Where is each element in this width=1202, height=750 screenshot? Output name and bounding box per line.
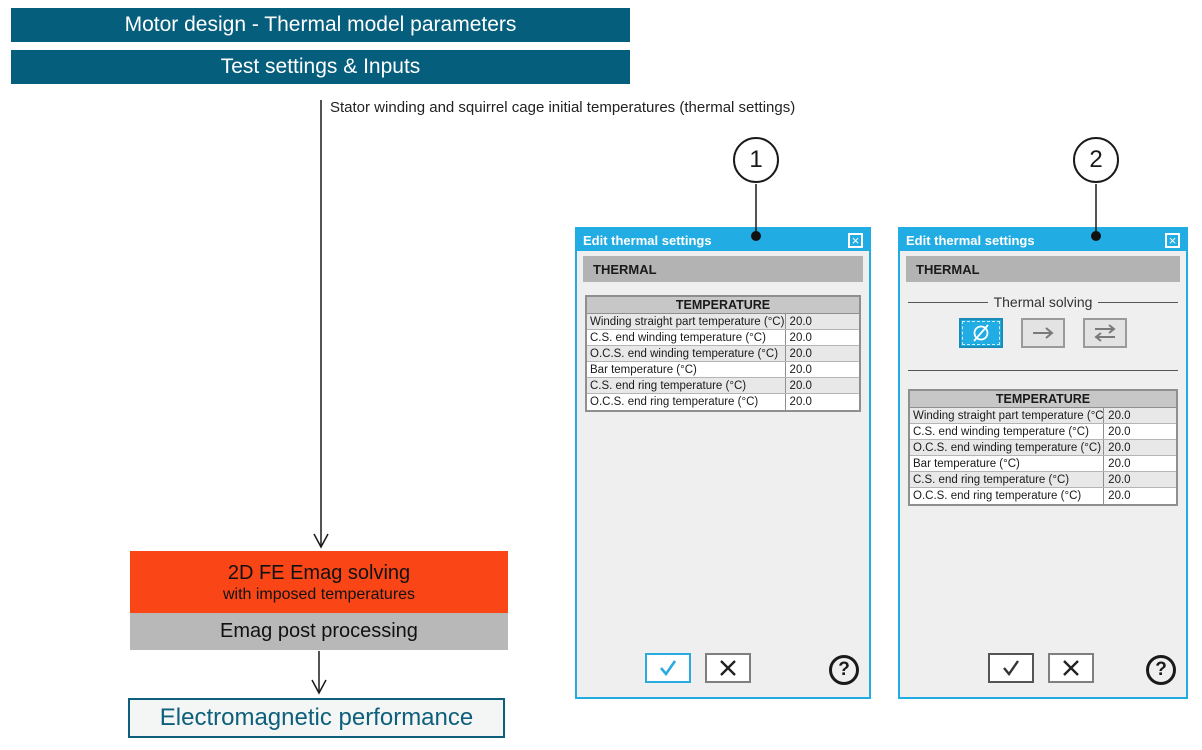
thermal-solving-group-legend: Thermal solving [908,293,1179,311]
table-row: O.C.S. end ring temperature (°C) 20.0 [910,488,1176,504]
param-label: O.C.S. end winding temperature (°C) [587,346,786,361]
legend-line-right [1098,301,1179,303]
param-label: Bar temperature (°C) [587,362,786,377]
table-row: Bar temperature (°C) 20.0 [910,456,1176,472]
param-value[interactable]: 20.0 [789,396,812,408]
dialog1-temperature-table: TEMPERATURE Winding straight part temper… [585,295,861,412]
ok-button[interactable] [645,653,691,683]
thermal-solving-one-way-button[interactable] [1021,318,1065,348]
param-value[interactable]: 20.0 [1108,409,1131,422]
param-label: Winding straight part temperature (°C) [587,314,786,329]
flow-box-subtitle: with imposed temperatures [222,585,416,603]
param-value[interactable]: 20.0 [789,379,812,392]
param-label: C.S. end winding temperature (°C) [587,330,786,345]
thermal-solving-two-way-button[interactable] [1083,318,1127,348]
flow-box-title: 2D FE Emag solving [227,561,411,584]
dialog2-title: Edit thermal settings [906,232,1035,248]
table-row: O.C.S. end winding temperature (°C) 20.0 [587,346,859,362]
param-value[interactable]: 20.0 [789,363,812,376]
flow-box-emag-solving: 2D FE Emag solving with imposed temperat… [130,551,508,613]
thermal-solving-label: Thermal solving [993,294,1093,310]
param-label: O.C.S. end ring temperature (°C) [587,394,786,410]
param-label: C.S. end ring temperature (°C) [910,472,1105,487]
table-row: O.C.S. end winding temperature (°C) 20.0 [910,440,1176,456]
arrows-both-icon [1094,324,1116,342]
callout-number-1: 1 [733,137,779,183]
table-header: TEMPERATURE [910,391,1176,408]
param-value[interactable]: 20.0 [789,331,812,344]
annotation-label: Stator winding and squirrel cage initial… [330,99,796,116]
banner-motor-design: Motor design - Thermal model parameters [11,8,630,42]
table-row: Bar temperature (°C) 20.0 [587,362,859,378]
arrow-right-icon [1033,327,1054,339]
dialog1-title: Edit thermal settings [583,232,712,248]
group-separator-line [908,370,1178,371]
thermal-solving-buttons [900,318,1186,348]
empty-set-icon [973,324,989,342]
table-row: C.S. end winding temperature (°C) 20.0 [910,424,1176,440]
param-label: O.C.S. end winding temperature (°C) [910,440,1105,455]
help-icon[interactable]: ? [1146,655,1176,685]
cross-icon [1063,660,1079,676]
table-row: O.C.S. end ring temperature (°C) 20.0 [587,394,859,410]
param-value[interactable]: 20.0 [1108,473,1131,486]
check-icon [660,660,677,677]
legend-line-left [908,301,988,303]
table-row: C.S. end ring temperature (°C) 20.0 [910,472,1176,488]
dialog2-section-thermal: THERMAL [906,256,1180,282]
banner-test-settings: Test settings & Inputs [11,50,630,84]
flow-arrowhead2 [311,679,327,695]
param-label: Bar temperature (°C) [910,456,1105,471]
cross-icon [720,660,736,676]
param-label: O.C.S. end ring temperature (°C) [910,488,1105,504]
param-value[interactable]: 20.0 [1108,490,1131,502]
close-icon[interactable]: × [1165,232,1180,248]
check-icon [1003,660,1019,676]
param-label: Winding straight part temperature (°C) [910,408,1105,423]
table-row: C.S. end winding temperature (°C) 20.0 [587,330,859,346]
table-row: C.S. end ring temperature (°C) 20.0 [587,378,859,394]
param-value[interactable]: 20.0 [789,347,812,360]
param-value[interactable]: 20.0 [1108,457,1131,470]
flow-box-post-processing: Emag post processing [130,613,508,650]
table-header: TEMPERATURE [587,297,859,314]
help-icon[interactable]: ? [829,655,859,685]
close-icon[interactable]: × [848,232,863,248]
dialog2-titlebar[interactable]: Edit thermal settings × [900,229,1186,251]
callout-number-2: 2 [1073,137,1119,183]
param-label: C.S. end winding temperature (°C) [910,424,1105,439]
dialog1-titlebar[interactable]: Edit thermal settings × [577,229,869,251]
dialog-edit-thermal-settings-2: Edit thermal settings × THERMAL Thermal … [898,227,1188,699]
param-label: C.S. end ring temperature (°C) [587,378,786,393]
param-value[interactable]: 20.0 [1108,425,1131,438]
table-row: Winding straight part temperature (°C) 2… [587,314,859,330]
table-row: Winding straight part temperature (°C) 2… [910,408,1176,424]
dialog1-section-thermal: THERMAL [583,256,863,282]
flow-arrowhead [313,533,329,549]
dialog2-temperature-table: TEMPERATURE Winding straight part temper… [908,389,1178,506]
param-value[interactable]: 20.0 [789,315,812,328]
flow-box-result: Electromagnetic performance [128,698,505,738]
param-value[interactable]: 20.0 [1108,441,1131,454]
ok-button[interactable] [988,653,1034,683]
cancel-button[interactable] [705,653,751,683]
dialog-edit-thermal-settings-1: Edit thermal settings × THERMAL TEMPERAT… [575,227,871,699]
cancel-button[interactable] [1048,653,1094,683]
thermal-solving-none-button[interactable] [959,318,1003,348]
